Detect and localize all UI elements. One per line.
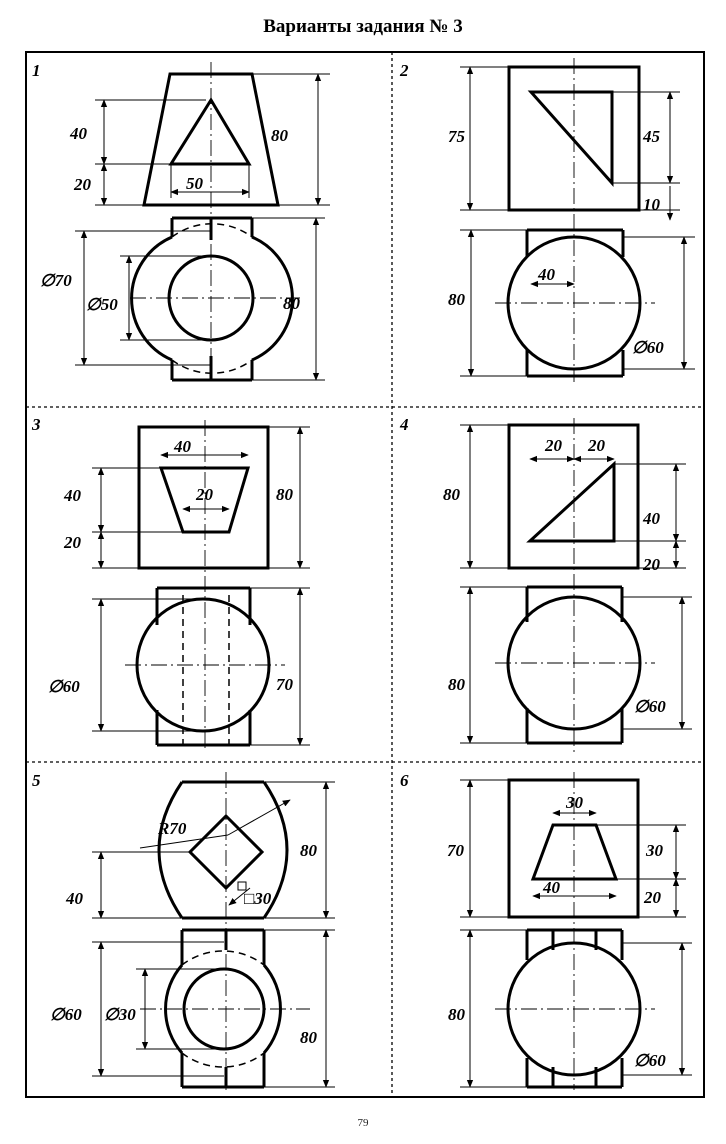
barrel-right-arc bbox=[262, 781, 289, 919]
variant-6: 6 30 70 30 20 4 bbox=[400, 771, 692, 1090]
leader-line bbox=[227, 799, 291, 836]
dimension-label: ∅60 bbox=[634, 1051, 666, 1070]
dimension-label: R70 bbox=[157, 819, 187, 838]
page-title: Варианты задания № 3 bbox=[263, 16, 463, 37]
dimension-label: 40 bbox=[63, 486, 82, 505]
dimension-label: 80 bbox=[300, 1028, 318, 1047]
triangular-cutout bbox=[527, 90, 614, 187]
dimension-label: 80 bbox=[448, 1005, 466, 1024]
dimension-label: 30 bbox=[645, 841, 664, 860]
variant-4: 4 20 20 80 40 20 80 ∅60 bbox=[399, 415, 692, 752]
dimension-label: 50 bbox=[186, 174, 204, 193]
dimension-label: 20 bbox=[195, 485, 214, 504]
dimension-label: ∅60 bbox=[632, 338, 664, 357]
dimension-label: 80 bbox=[448, 290, 466, 309]
hidden-arc-bottom bbox=[171, 359, 253, 374]
variant-number: 2 bbox=[399, 61, 409, 80]
dimension-label: 20 bbox=[643, 888, 662, 907]
dimension-label: 80 bbox=[443, 485, 461, 504]
outer-arc-right bbox=[251, 235, 294, 362]
variant-number: 1 bbox=[32, 61, 41, 80]
page-number: 79 bbox=[357, 1117, 369, 1129]
square-symbol bbox=[237, 881, 247, 891]
dimension-label: 10 bbox=[643, 195, 661, 214]
dimension-label: ∅60 bbox=[48, 677, 80, 696]
leader-line bbox=[139, 834, 229, 849]
leader-line bbox=[228, 887, 251, 906]
dimension-label: 70 bbox=[276, 675, 294, 694]
dimension-label: ∅60 bbox=[50, 1005, 82, 1024]
trapezoid-cutout bbox=[158, 466, 251, 534]
triangular-cutout bbox=[526, 460, 616, 543]
variant-2: 2 75 45 10 40 80 ∅60 bbox=[399, 58, 695, 382]
variant-number: 6 bbox=[400, 771, 409, 790]
dimension-label: 30 bbox=[565, 793, 584, 812]
front-view-rect bbox=[507, 778, 640, 919]
dimension-label: 45 bbox=[642, 127, 661, 146]
dimension-label: 20 bbox=[73, 175, 92, 194]
dimension-label: 80 bbox=[283, 294, 301, 313]
dimension-label: ∅50 bbox=[86, 295, 118, 314]
dimension-label: 40 bbox=[542, 878, 561, 897]
dimension-label: ∅70 bbox=[40, 271, 72, 290]
variant-number: 4 bbox=[399, 415, 409, 434]
front-view-rect bbox=[137, 425, 270, 570]
variant-number: 5 bbox=[32, 771, 41, 790]
triangular-cutout bbox=[168, 97, 252, 166]
dimension-label: 40 bbox=[65, 889, 84, 908]
dimension-label: 20 bbox=[587, 436, 606, 455]
dimension-label: 20 bbox=[642, 555, 661, 574]
trapezoid-cutout bbox=[530, 823, 619, 881]
outer-arc-left bbox=[130, 235, 173, 362]
dimension-label: ∅60 bbox=[634, 697, 666, 716]
sheet-frame bbox=[25, 51, 705, 1098]
variant-number: 3 bbox=[31, 415, 41, 434]
dimension-label: □30 bbox=[244, 889, 272, 908]
dimension-label: 80 bbox=[300, 841, 318, 860]
dimension-label: 20 bbox=[63, 533, 82, 552]
dimension-label: 80 bbox=[448, 675, 466, 694]
dimension-label: 20 bbox=[544, 436, 563, 455]
dimension-label: 40 bbox=[642, 509, 661, 528]
variant-3: 3 40 40 20 20 80 ∅60 bbox=[31, 415, 310, 752]
outer-arc-left bbox=[164, 964, 184, 1054]
variant-5: 5 bbox=[32, 771, 335, 1090]
dimension-label: 70 bbox=[447, 841, 465, 860]
variant-1: 1 bbox=[32, 61, 330, 382]
hidden-arc-bottom bbox=[181, 1052, 265, 1068]
hidden-arc-top bbox=[171, 223, 253, 238]
dimension-label: 40 bbox=[537, 265, 556, 284]
front-view-rect bbox=[507, 423, 640, 570]
dimension-label: 80 bbox=[271, 126, 289, 145]
dimension-label: ∅30 bbox=[104, 1005, 136, 1024]
dimension-label: 40 bbox=[173, 437, 192, 456]
barrel-left-arc bbox=[157, 781, 184, 919]
dimension-label: 75 bbox=[448, 127, 466, 146]
dimension-label: 80 bbox=[276, 485, 294, 504]
dimension-label: 40 bbox=[69, 124, 88, 143]
hidden-arc-top bbox=[181, 950, 265, 966]
